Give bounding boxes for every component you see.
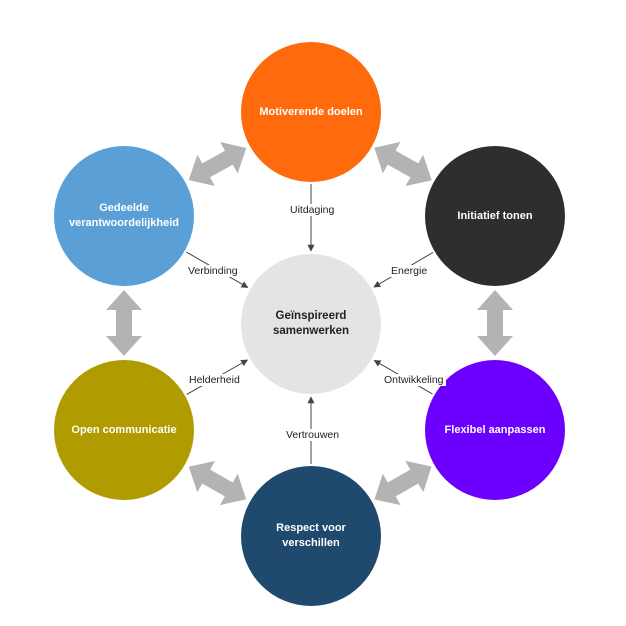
double-arrow <box>477 290 513 356</box>
connector-label-verbinding: Verbinding <box>186 265 240 277</box>
connector-label-vertrouwen: Vertrouwen <box>284 429 342 441</box>
double-arrow <box>374 460 432 506</box>
node-motiverende-doelen: Motiverende doelen <box>241 42 381 182</box>
node-label: Initiatief tonen <box>457 209 533 222</box>
node-label: Flexibel aanpassen <box>444 423 546 436</box>
node-open-communicatie: Open communicatie <box>54 360 194 500</box>
node-label: Respect voor verschillen <box>276 522 346 549</box>
center-node: Geïnspireerd samenwerken <box>241 254 381 394</box>
double-arrow <box>188 460 247 506</box>
node-flexibel-aanpassen: Flexibel aanpassen <box>425 360 565 500</box>
double-arrow <box>106 290 142 356</box>
connector-label-energie: Energie <box>389 265 430 277</box>
node-label: Motiverende doelen <box>259 105 363 118</box>
connector-label-helderheid: Helderheid <box>187 374 242 386</box>
center-node-label: Geïnspireerd samenwerken <box>272 310 350 337</box>
connector-label-uitdaging: Uitdaging <box>288 204 337 216</box>
double-arrow <box>374 141 432 187</box>
node-label: Open communicatie <box>71 423 177 436</box>
node-initiatief-tonen: Initiatief tonen <box>425 146 565 286</box>
connector-label-ontwikkeling: Ontwikkeling <box>382 374 446 386</box>
double-arrow <box>188 141 247 187</box>
node-label: Gedeelde verantwoordelijkheid <box>68 202 180 229</box>
node-gedeelde-verantwoordelijkheid: Gedeelde verantwoordelijkheid <box>54 146 194 286</box>
node-respect-voor-verschillen: Respect voor verschillen <box>241 466 381 606</box>
